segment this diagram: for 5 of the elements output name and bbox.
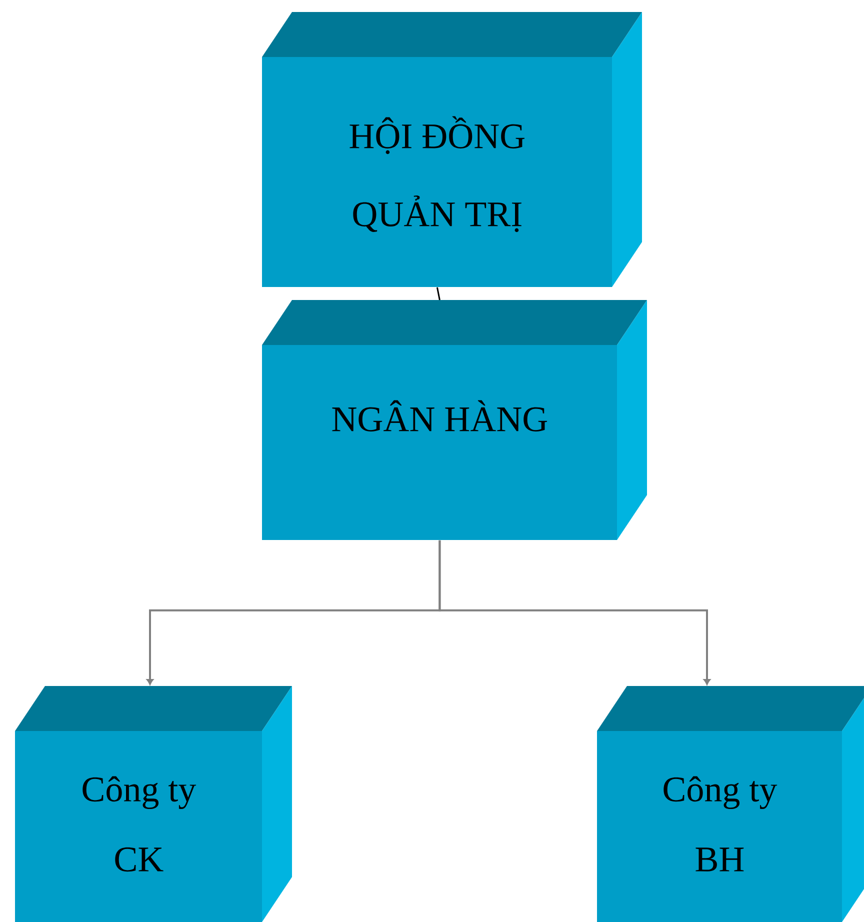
cube-box: Công ty BH (597, 686, 864, 922)
cube-box: Công ty CK (15, 686, 292, 922)
connector-arrow (438, 540, 710, 685)
cube-box: HỘI ĐỒNG QUẢN TRỊ (262, 12, 642, 287)
cube-box: NGÂN HÀNG (262, 300, 647, 540)
